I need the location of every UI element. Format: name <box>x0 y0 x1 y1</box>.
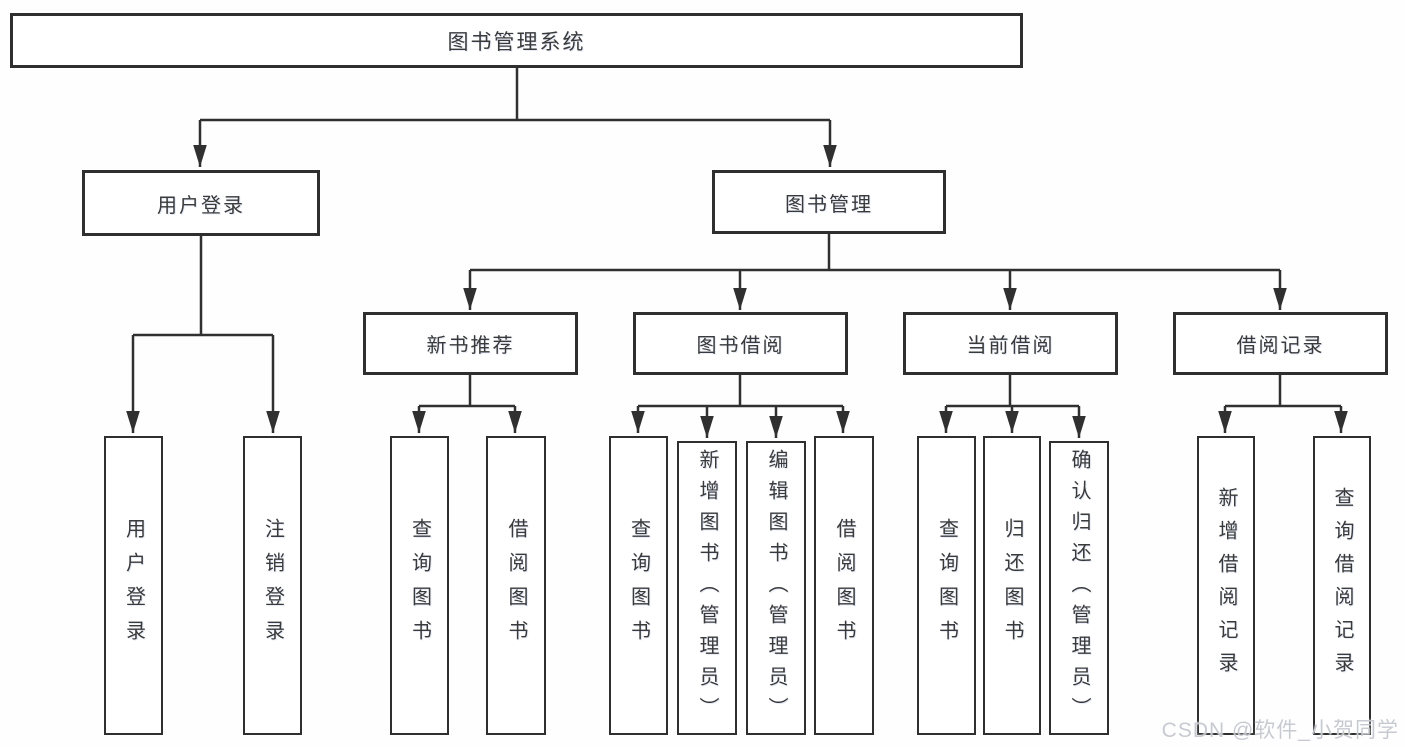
leaf-label: 借阅图书 <box>833 517 855 654</box>
node-book-borrowing: 图书借阅 <box>633 312 848 375</box>
node-label: 用户登录 <box>157 194 245 217</box>
node-library-management-system: 图书管理系统 <box>10 13 1023 68</box>
leaf-label: 编辑图书（管理员） <box>765 448 787 728</box>
leaf-label: 查询图书 <box>408 517 431 654</box>
leaf-add-books-admin: 新增图书（管理员） <box>677 441 737 735</box>
connector-recommend-to-leaves <box>412 375 522 433</box>
leaf-label: 归还图书 <box>1001 517 1023 654</box>
node-label: 借阅记录 <box>1236 335 1325 357</box>
connector-bookmgmt-to-level3 <box>463 234 1287 310</box>
leaf-label: 查询借阅记录 <box>1331 486 1353 685</box>
leaf-borrow-books-2: 借阅图书 <box>814 436 874 735</box>
leaf-query-books-2: 查询图书 <box>609 436 668 735</box>
node-user-login: 用户登录 <box>82 170 320 236</box>
leaf-label: 借阅图书 <box>505 517 527 654</box>
leaf-label: 新增借阅记录 <box>1215 486 1237 685</box>
leaf-borrow-books-1: 借阅图书 <box>486 436 546 735</box>
node-label: 图书管理 <box>785 193 873 216</box>
connector-root-to-level2 <box>193 68 837 167</box>
leaf-confirm-return-admin: 确认归还（管理员） <box>1049 441 1109 735</box>
connector-records-to-leaves <box>1218 375 1348 433</box>
leaf-add-borrow-record: 新增借阅记录 <box>1197 436 1255 735</box>
leaf-edit-books-admin: 编辑图书（管理员） <box>746 441 806 735</box>
leaf-label: 新增图书（管理员） <box>696 448 718 728</box>
node-current-borrowing: 当前借阅 <box>903 312 1118 375</box>
node-label: 新书推荐 <box>426 335 515 357</box>
connector-userlogin-to-leaves <box>126 236 280 433</box>
connector-borrowing-to-leaves <box>631 375 850 438</box>
node-book-management: 图书管理 <box>712 170 946 234</box>
leaf-logout: 注销登录 <box>243 436 302 735</box>
node-label: 图书借阅 <box>696 335 785 357</box>
node-label: 图书管理系统 <box>447 30 586 54</box>
leaf-return-books: 归还图书 <box>983 436 1041 735</box>
leaf-query-books-1: 查询图书 <box>390 436 449 735</box>
leaf-label: 查询图书 <box>627 517 650 654</box>
leaf-label: 用户登录 <box>122 517 145 654</box>
node-label: 当前借阅 <box>966 335 1055 357</box>
node-borrowing-records: 借阅记录 <box>1173 312 1388 375</box>
leaf-user-login: 用户登录 <box>104 436 163 735</box>
leaf-query-borrow-record: 查询借阅记录 <box>1313 436 1371 735</box>
leaf-label: 注销登录 <box>261 517 284 654</box>
csdn-watermark: CSDN @软件_小贺同学 <box>1161 719 1399 742</box>
node-new-book-recommend: 新书推荐 <box>363 312 578 375</box>
leaf-label: 查询图书 <box>935 517 958 654</box>
leaf-query-books-3: 查询图书 <box>917 436 976 735</box>
leaf-label: 确认归还（管理员） <box>1068 448 1090 728</box>
connector-current-to-leaves <box>939 375 1086 438</box>
